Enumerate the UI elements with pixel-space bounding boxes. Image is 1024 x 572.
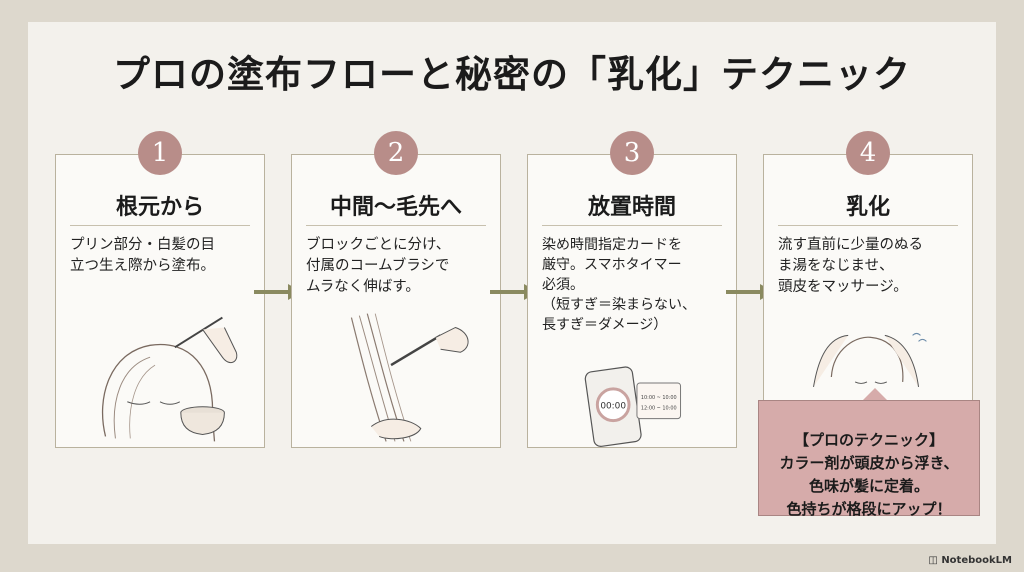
- step-card-1: 1 根元から プリン部分・白髪の目 立つ生え際から塗布。: [55, 131, 265, 448]
- timer-and-card-illustration: 00:00 10:00 ~ 10:00 12:00 ~ 10:00: [584, 366, 682, 447]
- step-number-badge: 4: [846, 131, 890, 175]
- callout-pointer: [862, 388, 888, 401]
- hair-ends-comb-illustration: [350, 313, 469, 442]
- step-description: プリン部分・白髪の目 立つ生え際から塗布。: [70, 237, 215, 274]
- divider: [542, 225, 722, 226]
- divider: [70, 225, 250, 226]
- timer-readout: 00:00: [600, 402, 626, 412]
- step-description: 染め時間指定カードを 厳守。スマホタイマー 必須。 （短すぎ＝染まらない、 長す…: [542, 237, 696, 333]
- hair-root-application-illustration: [101, 316, 238, 442]
- step-card-2: 2 中間〜毛先へ ブロックごとに分け、 付属のコームブラシで ムラなく伸ばす。: [291, 131, 501, 448]
- step-card-3: 3 放置時間 染め時間指定カードを 厳守。スマホタイマー 必須。 （短すぎ＝染ま…: [527, 131, 737, 448]
- page-title: プロの塗布フローと秘密の「乳化」テクニック: [113, 52, 911, 96]
- card-line: 12:00 ~ 10:00: [641, 406, 677, 412]
- step-title: 根元から: [115, 195, 204, 220]
- step-number-badge: 2: [374, 131, 418, 175]
- scalp-massage-illustration: [813, 332, 927, 387]
- step-title: 乳化: [845, 195, 890, 220]
- step-title: 中間〜毛先へ: [329, 195, 462, 220]
- brand-label: ◫ NotebookLM: [928, 555, 1012, 566]
- pro-technique-callout: 【プロのテクニック】 カラー剤が頭皮から浮き、 色味が髪に定着。 色持ちが格段に…: [758, 400, 980, 518]
- card-line: 10:00 ~ 10:00: [641, 395, 677, 401]
- divider: [778, 225, 958, 226]
- step-description: ブロックごとに分け、 付属のコームブラシで ムラなく伸ばす。: [306, 237, 451, 295]
- step-description: 流す直前に少量のぬる ま湯をなじませ、 頭皮をマッサージ。: [778, 237, 923, 295]
- brand-name: NotebookLM: [941, 555, 1012, 566]
- callout-text: 【プロのテクニック】 カラー剤が頭皮から浮き、 色味が髪に定着。 色持ちが格段に…: [779, 431, 959, 518]
- step-title: 放置時間: [587, 195, 676, 220]
- divider: [306, 225, 486, 226]
- step-number-badge: 1: [138, 131, 182, 175]
- step-number-badge: 3: [610, 131, 654, 175]
